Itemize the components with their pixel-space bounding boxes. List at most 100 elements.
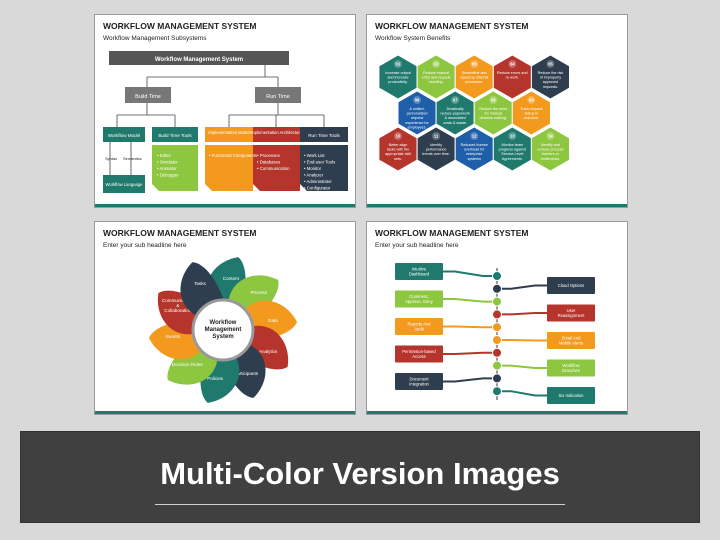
slide-accent-bar [95,204,355,207]
slide-accent-bar [367,411,627,414]
timeline-feature-label: Cloud Options [558,283,585,288]
benefit-number: 12 [472,134,477,139]
benefit-text: costs & waste. [443,121,467,125]
petal-label: Decision Rules [172,362,203,367]
timeline-node [492,271,502,281]
impl-model-item: • Functional Components [209,153,257,158]
benefit-text: personalized [407,112,428,116]
slide-subtitle: Workflow System Benefits [375,35,451,42]
workflow-model-label: Workflow Model [108,133,141,138]
impl-arch-item: • Databases [257,160,280,165]
benefit-text: Drastically [447,107,464,111]
timeline-connector [501,339,547,342]
benefit-text: & associated [445,116,466,120]
benefit-number: 11 [434,134,439,139]
benefit-text: for manual [485,112,503,116]
benefit-text: reduce paperwork [440,112,470,116]
benefit-text: remove process [537,148,563,152]
petal-diagram: ContentProcessDataAnalyticsParticipantsP… [149,257,297,403]
footer-banner: Multi-Color Version Images [20,431,700,523]
timeline-feature-label: Access [412,354,426,359]
petal-label: Analytics [259,349,278,354]
benefit-text: Reduce errors and [497,71,528,75]
benefit-text: real-time. [524,116,539,120]
timeline-connector [443,298,493,303]
benefit-text: barriers or [542,152,560,156]
timeline-feature-label: Six Indication [559,393,585,398]
run-time-label: Run Time [266,94,290,100]
timeline-node [492,283,502,294]
timeline-feature-label: Audit [414,327,424,332]
benefit-text: Agreements. [502,157,523,161]
center-label: System [212,334,233,340]
run-tool-item: • Administrator [304,179,332,184]
run-tool-item: • End-user Tools [304,160,335,165]
benefit-number: 10 [396,134,401,139]
slide-title: WORKFLOW MANAGEMENT SYSTEM [103,228,257,238]
benefit-number: 02 [434,62,439,67]
timeline-feature-label: Mobile Alerts [559,341,583,346]
implementation-model-label: Implementation Model [208,130,249,135]
petal-label: Data [268,318,278,323]
implementation-architecture-label: Implementation Architecture [250,130,303,135]
timeline-feature-label: Branches [562,368,580,373]
timeline-node [492,335,502,345]
timeline-node [492,322,502,333]
slide-accent-bar [95,411,355,414]
benefit-text: request [411,116,423,120]
benefit-number: 08 [491,98,496,103]
run-tool-item: • Analyzer [304,173,324,178]
benefit-text: Reduce the need [479,107,507,111]
benefit-text: experience for [405,121,429,125]
benefit-number: 03 [472,62,477,67]
benefit-number: 04 [510,62,515,67]
build-tool-item: • Animator [157,166,177,171]
benefit-text: Monitor team [502,143,524,147]
footer-title: Multi-Color Version Images [160,456,560,491]
benefit-number: 05 [548,62,553,67]
run-tool-item: • Work List [304,153,325,158]
timeline-node [492,309,502,320]
slide-subsystems[interactable]: WORKFLOW MANAGEMENT SYSTEM Workflow Mana… [94,14,356,208]
petal-label: Process [250,290,267,295]
timeline-feature-label: Intuitive [412,267,427,272]
timeline-node [492,296,502,307]
center-hub [191,298,255,362]
slide-timeline[interactable]: WORKFLOW MANAGEMENT SYSTEM Enter your su… [366,221,628,415]
build-time-label: Build Time [135,94,161,100]
timeline-connector [501,390,547,397]
slide-accent-bar [367,204,627,207]
slide-benefits[interactable]: WORKFLOW MANAGEMENT SYSTEM Workflow Syst… [366,14,628,208]
benefit-text: Reduce the risk [538,71,564,75]
timeline-feature-box: Comment,Approve, Deny [395,290,443,308]
timeline-node [492,360,502,371]
build-tool-item: • Simulator [157,160,178,165]
benefit-text: speed up internal [460,76,488,80]
timeline-connector [501,312,547,316]
petal-label: Collaboration [164,308,192,313]
benefit-number: 06 [415,98,420,103]
benefit-text: Identify [430,143,442,147]
benefit-text: of improperly [540,76,561,80]
petal-label: Tasks [194,281,206,286]
benefit-text: requests. [543,85,558,89]
benefit-number: 07 [453,98,458,103]
benefit-text: Identify and [541,143,560,147]
timeline-connector [443,325,493,329]
slide-petals[interactable]: WORKFLOW MANAGEMENT SYSTEM Enter your su… [94,221,356,415]
slide-subtitle: Workflow Management Subsystems [103,35,207,42]
timeline-connector [501,364,547,369]
petal-label: Content [223,276,240,281]
timeline-node [492,373,502,384]
benefit-number: 09 [529,98,534,103]
